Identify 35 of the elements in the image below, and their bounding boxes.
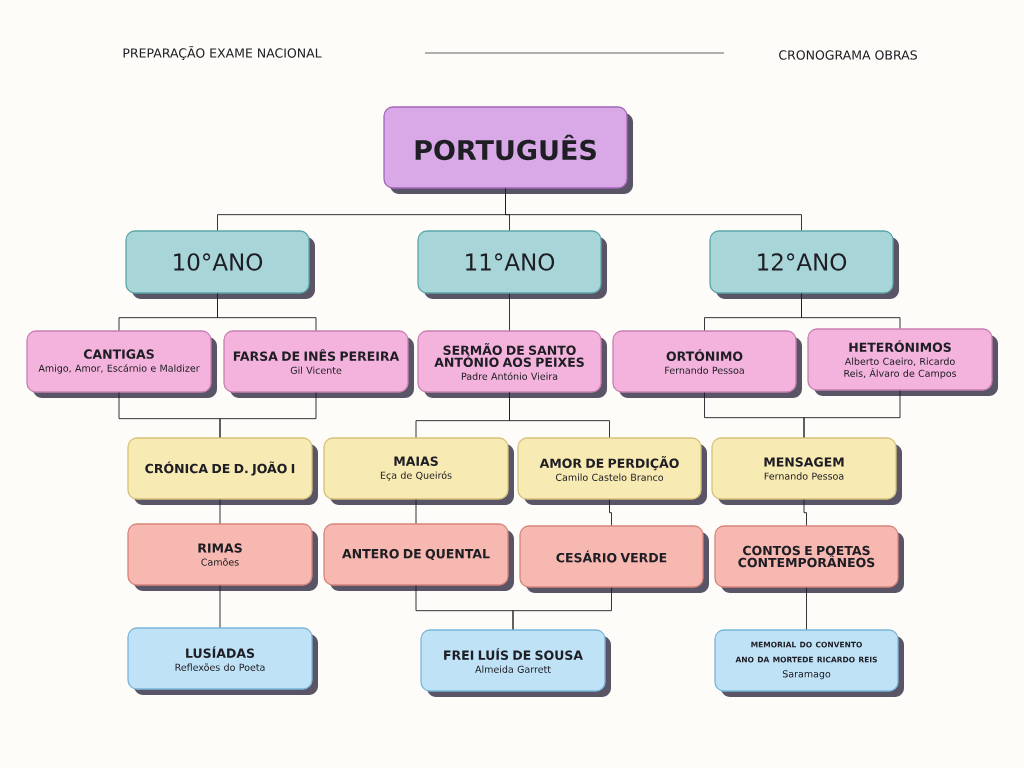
work-box: MENSAGEM Fernando Pessoa [711,437,902,505]
connector-line [219,392,317,438]
connector-line [512,587,612,630]
work-box: ORTÓNIMO Fernando Pessoa [612,330,802,398]
connector-line [509,293,510,331]
work-box: CESÁRIO VERDE [519,525,709,593]
work-box: LUSÍADAS Reflexões do Poeta [127,627,318,695]
connector-line [509,392,610,438]
header-text: PREPARAÇÃO EXAME NACIONAL [123,46,322,60]
work-box: RIMAS Camões [127,523,318,591]
connector-line [803,499,807,526]
work-box: FARSA DE INÊS PEREIRA Gil Vicente [223,330,414,398]
work-box: CONTOS E POETAS CONTEMPORÂNEOS [714,525,904,593]
year-box: 12°ANO [709,230,899,299]
connector-line [505,188,802,231]
work-box: ANTERO DE QUENTAL [323,523,514,591]
work-box: SERMÃO DE SANTO ANTÓNIO AOS PEIXES Padre António Vieira [417,330,607,398]
connector-line [219,499,221,524]
work-box: AMOR DE PERDIÇÃO Camilo Castelo Branco [517,437,707,505]
year-box: 11°ANO [417,230,607,299]
connector-line [806,587,807,630]
work-box: CANTIGAS Amigo, Amor, Escárnio e Maldizer [26,330,217,398]
connector-line [217,293,317,331]
header-text: CRONOGRAMA OBRAS [779,50,917,60]
connector-line [219,585,221,628]
work-box: CRÓNICA DE D. JOÃO I [127,437,318,505]
year-box: 10°ANO [125,230,315,299]
connector-line [803,390,901,438]
work-box: FREI LUÍS DE SOUSA Almeida Garrett [420,629,611,697]
work-box: MAIAS Eça de Queirós [323,437,514,505]
connector-line [801,293,901,329]
connector-line [609,499,612,526]
title-box: PORTUGUÊS [383,106,633,194]
connector-line [415,499,417,524]
work-box: HETERÓNIMOS Alberto Caeiro, Ricardo Reis, Álvaro de Campos [807,328,998,396]
